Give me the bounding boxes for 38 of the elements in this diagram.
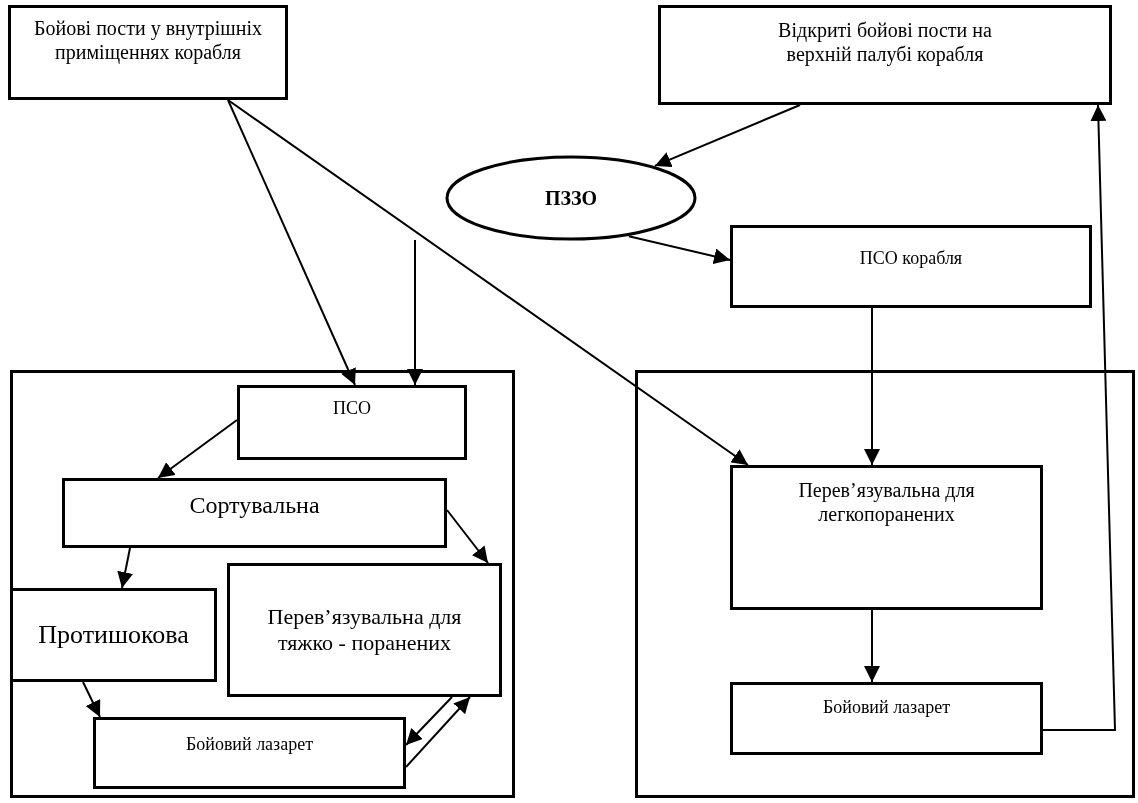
arrow <box>405 696 471 768</box>
ellipse-node <box>445 155 697 241</box>
arrow <box>864 307 880 466</box>
process-box <box>93 717 406 789</box>
arrow <box>117 547 133 589</box>
node-label: Перев’язувальна для тяжко - поранених <box>266 603 463 657</box>
arrow <box>407 239 423 386</box>
arrow <box>82 681 101 718</box>
node-label: Відкриті бойові пости на верхній палубі корабля <box>777 18 993 66</box>
node-label: ПСО <box>332 398 372 420</box>
arrow <box>157 419 238 479</box>
node-label: ПСО корабля <box>858 248 964 270</box>
arrow <box>446 509 489 564</box>
group-frame <box>635 370 1135 798</box>
process-box <box>730 225 1092 308</box>
process-box <box>8 5 288 100</box>
arrow <box>864 609 880 683</box>
arrow <box>227 99 356 386</box>
process-box <box>658 5 1112 105</box>
arrow <box>1042 104 1117 731</box>
process-box <box>730 682 1043 755</box>
arrow <box>405 696 453 746</box>
process-box <box>62 478 447 548</box>
process-box <box>237 385 467 460</box>
arrow <box>227 99 749 466</box>
node-label: Сортувальна <box>188 491 321 520</box>
node-label: Бойовий лазарет <box>821 697 952 719</box>
node-label: Бойовий лазарет <box>184 734 315 756</box>
arrow <box>653 104 801 168</box>
process-box <box>227 563 502 697</box>
process-box <box>730 465 1043 610</box>
group-frame <box>10 370 515 798</box>
process-box <box>10 588 217 682</box>
arrow <box>627 235 731 265</box>
node-label: ПЗЗО <box>543 186 599 210</box>
node-label: Протишокова <box>37 619 190 651</box>
node-label: Бойові пости у внутрішніх приміщеннях корабля <box>32 16 264 64</box>
node-label: Перев’язувальна для легкопоранених <box>797 478 976 526</box>
